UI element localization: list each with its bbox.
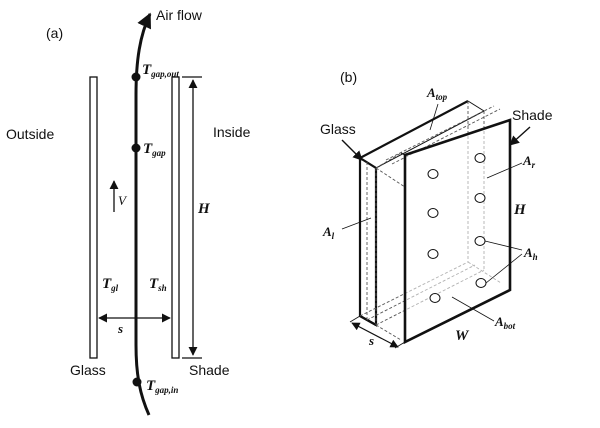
t-gap-label: Tgap: [143, 141, 166, 158]
a-top-label: Atop: [426, 85, 448, 102]
velocity-label: V: [118, 193, 128, 208]
t-gap-out-label: Tgap,out: [142, 62, 179, 79]
t-sh-label: Tsh: [149, 276, 167, 293]
shade-callout-arrow: [509, 126, 531, 146]
a-r-label: Ar: [522, 153, 536, 170]
shade-holes: [427, 153, 487, 303]
hole: [474, 193, 486, 203]
inside-label: Inside: [213, 124, 251, 140]
glass-pane-b: [358, 156, 378, 327]
shade-pane-b: [403, 118, 512, 345]
a-bot-leader: [451, 296, 495, 322]
glass-top-right-edge: [467, 100, 485, 112]
hole: [475, 278, 487, 288]
hole: [427, 169, 439, 179]
air-flow-line: [134, 12, 152, 416]
hole: [474, 236, 486, 246]
glass-pane-a: [89, 76, 98, 359]
panel-a-label: (a): [46, 25, 63, 41]
a-l-leader: [341, 217, 372, 230]
hole: [474, 153, 486, 163]
glass-inner-top-edge: [375, 110, 485, 169]
glass-label-b: Glass: [320, 121, 356, 137]
outside-label: Outside: [6, 126, 54, 142]
t-gap-point: [131, 143, 141, 153]
t-gap-in-label: Tgap,in: [146, 378, 178, 395]
a-r-leader: [486, 162, 523, 179]
t-gl-label: Tgl: [102, 276, 119, 293]
a-h-label: Ah: [523, 245, 538, 262]
h-label-b: H: [513, 202, 527, 218]
shade-label-a: Shade: [189, 362, 230, 378]
air-flow-label: Air flow: [156, 7, 203, 23]
a-h-leader-1: [484, 240, 523, 251]
glass-label-a: Glass: [70, 362, 106, 378]
shade-pane-a: [171, 76, 180, 359]
w-label: W: [455, 328, 470, 344]
s-label-a: s: [117, 321, 123, 336]
panel-a: (a) Air flow Tgap,out Tgap Tgap,in Outsi…: [6, 7, 251, 416]
s-ext-line-right: [394, 341, 406, 349]
panel-b: (b): [320, 69, 553, 349]
a-l-label: Al: [322, 224, 335, 241]
glass-top-edge: [359, 100, 469, 159]
a-top-leader: [429, 103, 439, 131]
s-ext-line-left: [349, 315, 361, 323]
t-gap-in-point: [132, 377, 142, 387]
t-gap-out-point: [131, 72, 141, 82]
panel-b-label: (b): [340, 69, 357, 85]
hole: [427, 208, 439, 218]
hole: [429, 293, 441, 303]
a-bot-label: Abot: [494, 314, 516, 331]
glass-callout-arrow: [341, 139, 363, 161]
shade-label-b: Shade: [512, 107, 553, 123]
shade-top-link: [400, 152, 406, 156]
hole: [427, 249, 439, 259]
h-label-a: H: [197, 201, 211, 217]
s-dimension-arrow-b: [351, 322, 399, 348]
a-h-leader-2: [485, 253, 523, 284]
s-label-b: s: [368, 333, 374, 348]
